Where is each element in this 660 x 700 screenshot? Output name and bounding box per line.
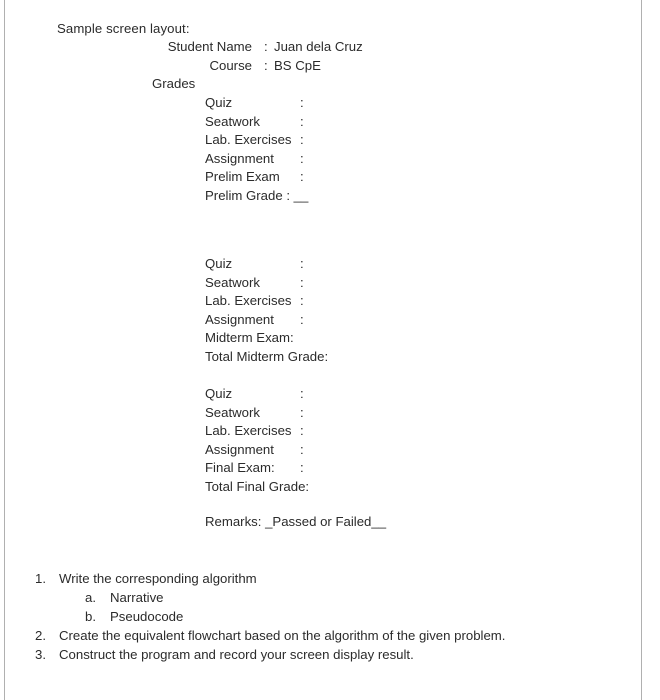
grade-row-separator: :: [300, 256, 304, 271]
grade-row: Lab. Exercises :: [205, 422, 309, 441]
grade-row-separator: :: [300, 150, 304, 166]
list-item: 2. Create the equivalent flowchart based…: [0, 626, 640, 645]
grade-row-separator: :: [300, 132, 304, 147]
grade-row-separator: :: [300, 423, 304, 438]
grade-row-separator: :: [300, 441, 304, 457]
list-item-marker: b.: [85, 609, 96, 624]
grade-row-separator: :: [300, 95, 304, 110]
grade-row: Prelim Exam :: [205, 168, 308, 187]
list-item: b. Pseudocode: [0, 607, 640, 626]
grade-row-separator: :: [300, 311, 304, 327]
grade-row-label: Quiz: [205, 386, 233, 401]
grade-block-midterm: Quiz : Seatwork : Lab. Exercises : Assig…: [205, 255, 328, 366]
list-item-text: Write the corresponding algorithm: [59, 571, 257, 586]
grade-block-total-row: Total Final Grade:: [205, 478, 309, 497]
grade-row: Lab. Exercises :: [205, 292, 328, 311]
task-list: 1. Write the corresponding algorithm a. …: [0, 569, 640, 664]
grade-row-label: Assignment: [205, 441, 274, 457]
grades-section-label: Grades: [152, 76, 196, 91]
student-name-separator: :: [264, 39, 268, 54]
grade-row-label: Quiz: [205, 256, 233, 271]
course-separator: :: [264, 58, 268, 73]
grade-row-label: Assignment: [205, 311, 274, 327]
final-grade-total: Total Final Grade:: [205, 478, 310, 494]
grade-row: Seatwork :: [205, 113, 308, 132]
grade-row-label: Prelim Exam: [205, 169, 280, 184]
grade-row: Assignment :: [205, 441, 309, 460]
grade-block-prelim: Quiz : Seatwork : Lab. Exercises : Assig…: [205, 94, 308, 205]
student-name-label: Student Name: [167, 39, 252, 54]
grade-row: Quiz :: [205, 94, 308, 113]
list-item-text: Construct the program and record your sc…: [59, 647, 414, 662]
grade-row-separator: :: [300, 113, 304, 129]
page-title: Sample screen layout:: [57, 21, 190, 36]
list-item-text: Create the equivalent flowchart based on…: [59, 628, 506, 643]
grade-row-label: Final Exam:: [205, 460, 275, 475]
grade-row-label: Lab. Exercises: [205, 293, 292, 308]
grade-block-final: Quiz : Seatwork : Lab. Exercises : Assig…: [205, 385, 309, 496]
list-item-marker: 1.: [35, 571, 46, 586]
grade-row-separator: :: [300, 460, 304, 475]
grade-row-separator: :: [300, 293, 304, 308]
grade-block-total-row: Total Midterm Grade:: [205, 348, 328, 367]
course-label: Course: [209, 58, 252, 73]
grade-row-label: Quiz: [205, 95, 233, 110]
grade-row: Final Exam: :: [205, 459, 309, 478]
grade-row: Lab. Exercises :: [205, 131, 308, 150]
grade-row-label: Assignment: [205, 150, 274, 166]
grade-row-separator: :: [300, 404, 304, 420]
grade-row-separator: :: [300, 274, 304, 290]
grade-block-total-row: Prelim Grade : __: [205, 187, 308, 206]
grade-row-label: Seatwork: [205, 113, 260, 129]
grade-row-separator: :: [300, 169, 304, 184]
grade-row: Assignment :: [205, 311, 328, 330]
grade-row: Quiz :: [205, 255, 328, 274]
page-rule-left: [4, 0, 5, 700]
student-name-value: Juan dela Cruz: [274, 39, 363, 54]
grade-row-label: Midterm Exam:: [205, 330, 294, 345]
prelim-grade-total: Prelim Grade : __: [205, 187, 309, 203]
remarks-line: Remarks: _Passed or Failed__: [205, 514, 387, 529]
list-item-marker: 3.: [35, 647, 46, 662]
grade-row-label: Lab. Exercises: [205, 132, 292, 147]
grade-row-separator: :: [300, 386, 304, 401]
midterm-grade-total: Total Midterm Grade:: [205, 348, 329, 364]
list-item-text: Pseudocode: [110, 609, 184, 624]
grades-section-label-row: Grades: [152, 76, 195, 92]
grade-row-label: Lab. Exercises: [205, 423, 292, 438]
grade-row: Quiz :: [205, 385, 309, 404]
course-value: BS CpE: [274, 58, 321, 73]
list-item-marker: a.: [85, 590, 96, 605]
list-item: 3. Construct the program and record your…: [0, 645, 640, 664]
grade-row: Seatwork :: [205, 274, 328, 293]
list-item-text: Narrative: [110, 590, 164, 605]
list-item: 1. Write the corresponding algorithm: [0, 569, 640, 588]
grade-row: Seatwork :: [205, 404, 309, 423]
grade-row: Midterm Exam:: [205, 329, 328, 348]
grade-row-label: Seatwork: [205, 404, 260, 420]
list-item: a. Narrative: [0, 588, 640, 607]
page-rule-right: [641, 0, 642, 700]
list-item-marker: 2.: [35, 628, 46, 643]
grade-row-label: Seatwork: [205, 274, 260, 290]
grade-row: Assignment :: [205, 150, 308, 169]
